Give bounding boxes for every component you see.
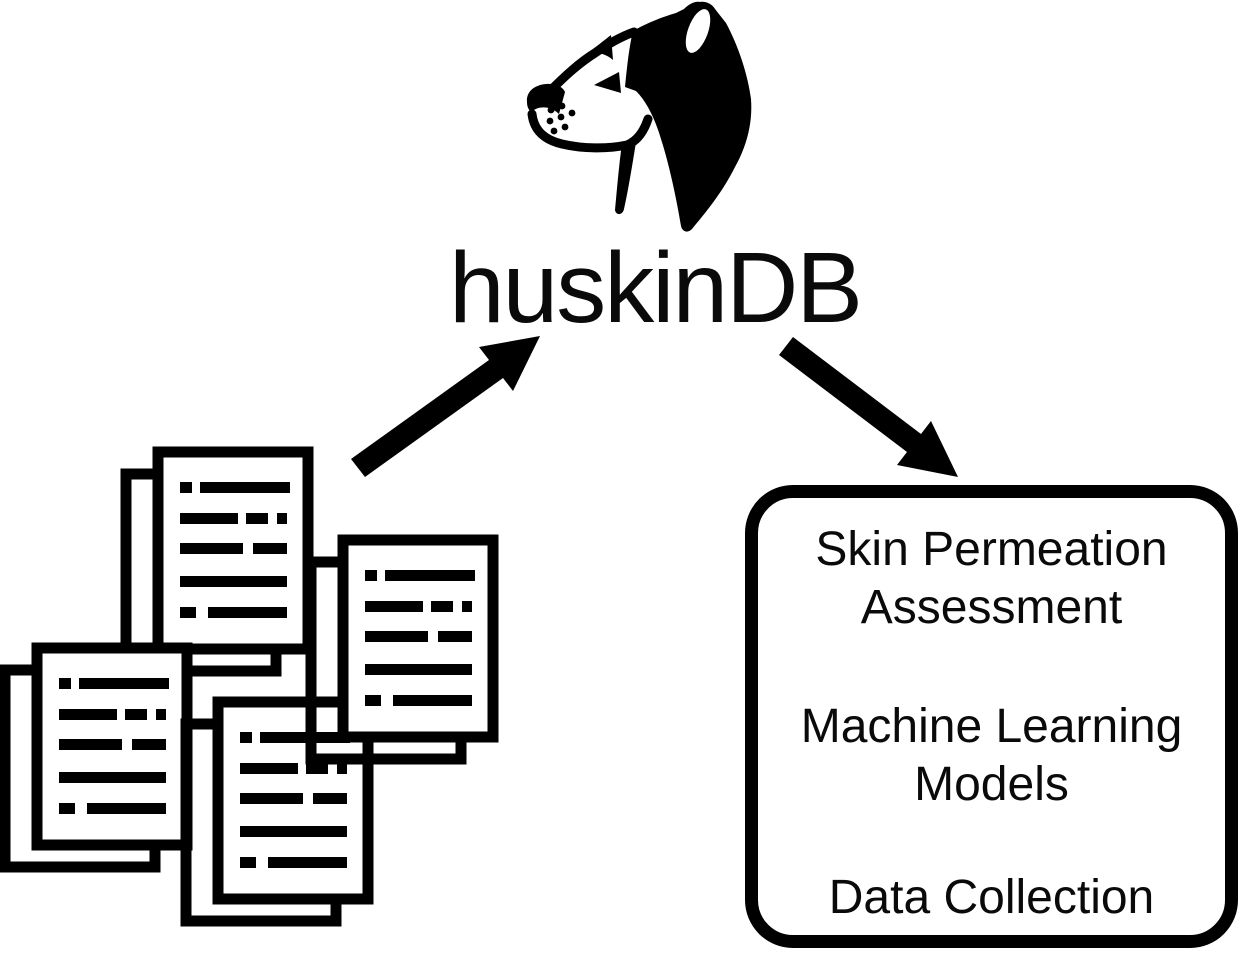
jaw-stroke xyxy=(615,142,636,215)
document-icon xyxy=(126,452,308,671)
document-icon xyxy=(5,648,187,867)
page-title: huskinDB xyxy=(449,232,863,344)
outputs-box: Skin Permeation Assessment Machine Learn… xyxy=(745,485,1238,948)
arrow-huskindb-to-outputs xyxy=(779,337,958,477)
chin-outline xyxy=(527,109,653,153)
output-item-skin-permeation-assessment: Skin Permeation Assessment xyxy=(815,523,1168,634)
eye-icon xyxy=(594,72,621,93)
muzzle-top-outline xyxy=(545,27,639,96)
forehead-tuft xyxy=(588,35,613,60)
whisker-dots xyxy=(546,102,576,135)
document-icon xyxy=(311,540,493,759)
output-item-machine-learning-models: Machine Learning Models xyxy=(800,700,1183,811)
output-item-data-collection: Data Collection xyxy=(828,871,1155,924)
nose-icon xyxy=(526,83,565,114)
arrow-documents-to-huskindb xyxy=(351,336,540,477)
husky-head-icon xyxy=(526,1,752,232)
head-patch xyxy=(625,1,752,232)
ear-inner xyxy=(685,9,711,53)
documents-stack-icon xyxy=(5,452,493,921)
